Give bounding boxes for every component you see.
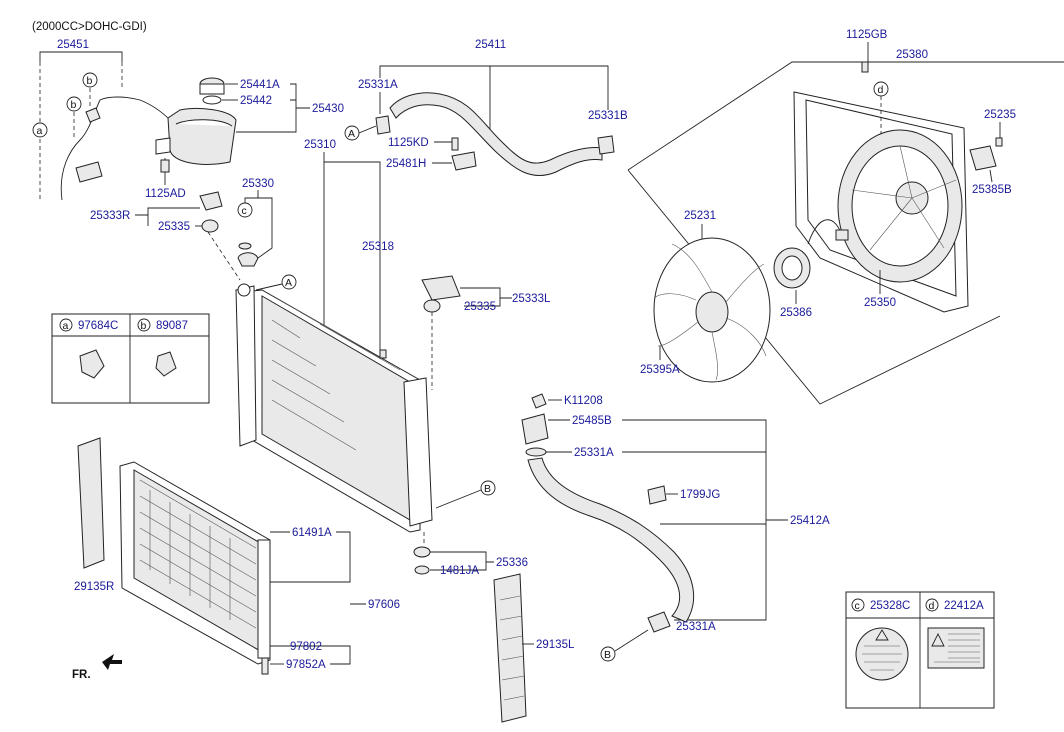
part-label-25395A: 25395A xyxy=(640,364,680,376)
callout-b-marker-2: b xyxy=(82,72,98,88)
part-label-1799JG: 1799JG xyxy=(680,489,720,501)
svg-text:B: B xyxy=(484,483,491,495)
part-label-25430: 25430 xyxy=(312,103,344,115)
legend-code-b: 89087 xyxy=(156,320,188,332)
lower-hose xyxy=(527,457,695,623)
part-label-29135R: 29135R xyxy=(74,581,114,593)
bolt-K11208 xyxy=(531,393,547,409)
legend-box-clips: a 97684C b 89087 xyxy=(51,313,210,404)
part-label-25485B: 25485B xyxy=(572,415,612,427)
reservoir-tank xyxy=(155,77,237,185)
air-guide-right xyxy=(77,437,105,569)
callout-B-marker-radiator: B xyxy=(480,480,496,496)
part-label-1125AD: 1125AD xyxy=(145,188,186,200)
air-guide-left xyxy=(493,573,527,723)
part-label-97802: 97802 xyxy=(290,641,322,653)
fan-shroud xyxy=(793,91,969,313)
part-label-25231: 25231 xyxy=(684,210,716,222)
part-label-29135L: 29135L xyxy=(536,639,575,651)
part-label-61491A: 61491A xyxy=(292,527,332,539)
part-label-25330: 25330 xyxy=(242,178,274,190)
svg-text:d: d xyxy=(878,84,884,96)
part-label-97852A: 97852A xyxy=(286,659,326,671)
cooling-fan-blade xyxy=(653,237,771,383)
part-label-25331A-low: 25331A xyxy=(676,621,716,633)
part-label-25335-mid: 25335 xyxy=(464,301,496,313)
part-label-25411: 25411 xyxy=(475,39,506,51)
legend-box-labels: c 25328C d 22412A xyxy=(845,591,995,709)
part-label-25310: 25310 xyxy=(304,139,336,151)
part-label-25331A-mid: 25331A xyxy=(574,447,614,459)
overflow-hose-group: 25451 xyxy=(39,39,171,201)
part-label-25335-top: 25335 xyxy=(158,221,190,233)
condenser xyxy=(119,461,271,675)
callout-B-marker-hose: B xyxy=(600,646,616,662)
legend-code-a: 97684C xyxy=(78,320,118,332)
clip-b-icon xyxy=(155,351,177,377)
drain-plug xyxy=(413,546,431,575)
part-label-25235: 25235 xyxy=(984,109,1016,121)
part-label-25412A: 25412A xyxy=(790,515,830,527)
part-label-1125KD: 1125KD xyxy=(388,137,429,149)
part-label-25350: 25350 xyxy=(864,297,896,309)
part-label-25451: 25451 xyxy=(57,39,89,51)
svg-text:a: a xyxy=(63,320,69,332)
svg-text:A: A xyxy=(348,128,355,140)
legend-code-d: 22412A xyxy=(944,600,984,612)
svg-text:c: c xyxy=(242,205,247,217)
part-label-25386: 25386 xyxy=(780,307,812,319)
part-label-25380: 25380 xyxy=(896,49,928,61)
hose-fitting-25485B xyxy=(521,413,549,445)
fan-motor xyxy=(773,247,811,289)
part-label-25318: 25318 xyxy=(362,241,394,253)
part-label-25481H: 25481H xyxy=(386,158,426,170)
front-arrow-icon xyxy=(102,654,122,670)
radiator-core xyxy=(235,283,433,533)
callout-b-marker-1: b xyxy=(66,96,82,112)
svg-text:d: d xyxy=(929,600,935,612)
part-label-1125GB: 1125GB xyxy=(846,29,888,41)
part-label-25385B: 25385B xyxy=(972,184,1012,196)
bracket-25333R xyxy=(199,191,223,233)
part-label-25336: 25336 xyxy=(496,557,528,569)
callout-a-marker: a xyxy=(32,122,48,138)
part-label-25442: 25442 xyxy=(240,95,272,107)
part-label-97606: 97606 xyxy=(368,599,400,611)
part-label-25441A: 25441A xyxy=(240,79,280,91)
engine-note: (2000CC>DOHC-GDI) xyxy=(32,21,147,33)
callout-A-marker-radiator: A xyxy=(281,274,297,290)
callout-d-marker: d xyxy=(873,81,889,97)
part-label-K11208: K11208 xyxy=(564,395,603,407)
legend-code-c: 25328C xyxy=(870,600,910,612)
svg-text:A: A xyxy=(285,277,292,289)
part-label-25333L: 25333L xyxy=(512,293,551,305)
callout-A-marker-top: A xyxy=(344,125,360,141)
part-label-25333R: 25333R xyxy=(90,210,130,222)
clip-a-icon xyxy=(79,349,105,379)
svg-text:b: b xyxy=(71,99,77,111)
callout-c-marker: c xyxy=(237,202,253,218)
part-label-25331A-top: 25331A xyxy=(358,79,398,91)
front-direction-label: FR. xyxy=(72,669,91,681)
svg-text:a: a xyxy=(37,125,43,137)
svg-text:b: b xyxy=(141,320,147,332)
svg-text:B: B xyxy=(604,649,611,661)
part-label-25331B: 25331B xyxy=(588,110,628,122)
part-label-1481JA: 1481JA xyxy=(440,565,479,577)
svg-text:c: c xyxy=(855,600,860,612)
svg-text:b: b xyxy=(87,75,93,87)
